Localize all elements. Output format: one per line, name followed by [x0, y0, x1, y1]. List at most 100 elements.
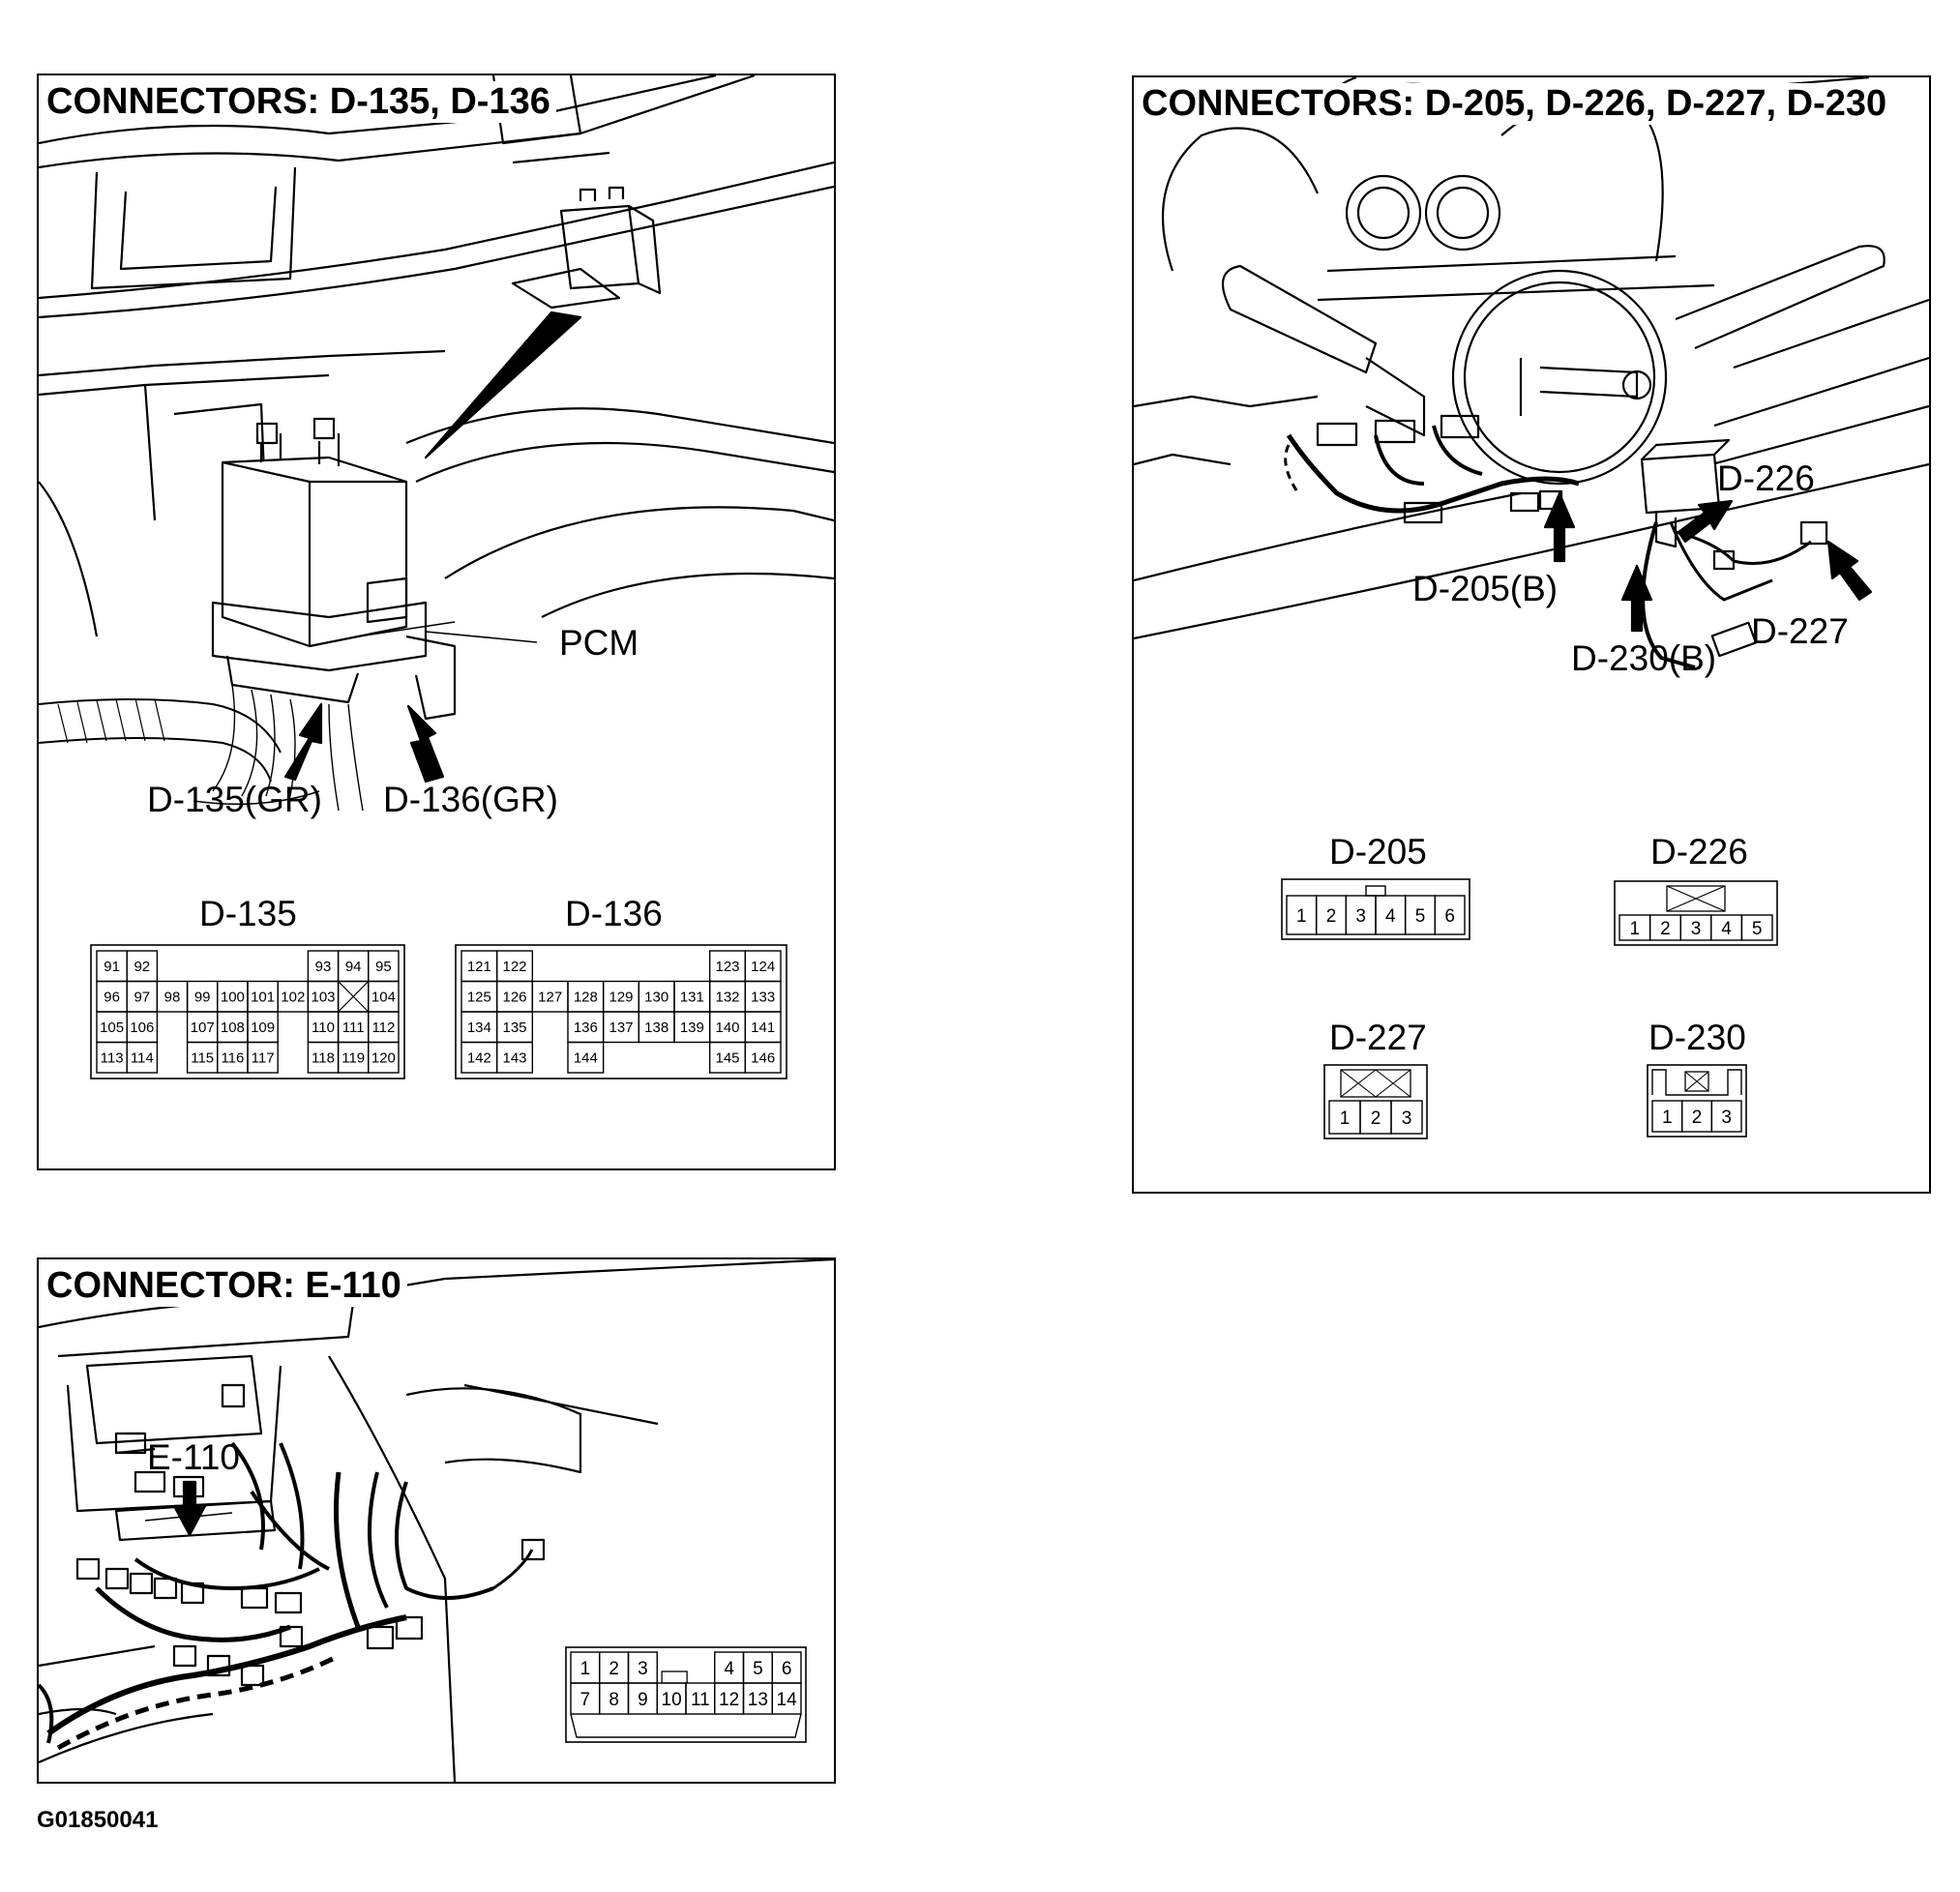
pin-number: 93 [315, 959, 332, 975]
connector-outline [1614, 880, 1778, 946]
pin-number: 132 [715, 990, 739, 1006]
pin-cell [1710, 1100, 1742, 1133]
pin-number: 8 [609, 1690, 619, 1710]
blank-pin-mark [1684, 1071, 1709, 1092]
pin-number: 6 [1444, 906, 1455, 927]
connector-latch [1651, 1069, 1742, 1096]
pin-number: 14 [777, 1690, 798, 1710]
blank-pin-mark [1375, 1069, 1411, 1098]
pin-number: 141 [751, 1020, 775, 1036]
pin-number: 112 [371, 1020, 395, 1036]
pin-number: 103 [311, 990, 335, 1006]
pin-number: 10 [662, 1690, 682, 1710]
pin-number: 4 [1385, 906, 1396, 927]
pin-number: 107 [191, 1020, 215, 1036]
pin-cell [495, 1041, 534, 1074]
pin-number: 6 [782, 1659, 792, 1679]
pin-number: 94 [345, 959, 362, 975]
pin-number: 98 [164, 990, 181, 1006]
pin-cell [126, 1041, 159, 1074]
connector-outline [90, 944, 405, 1079]
pin-cell [1390, 1100, 1423, 1135]
connector-latch [1365, 885, 1386, 897]
pin-number: 106 [130, 1020, 154, 1036]
figure-id: G01850041 [37, 1807, 159, 1833]
pin-number: 111 [342, 1020, 365, 1036]
pin-number: 114 [131, 1050, 154, 1067]
pin-number: 7 [580, 1690, 591, 1710]
panel-title-d135-d136: CONNECTORS: D-135, D-136 [46, 81, 556, 123]
pin-number: 104 [371, 990, 396, 1006]
connector-name-d227: D-227 [1329, 1018, 1427, 1057]
pin-number: 1 [1662, 1108, 1673, 1128]
panel-title-d205-d230: CONNECTORS: D-205, D-226, D-227, D-230 [1142, 83, 1893, 125]
blank-pin-mark [1666, 885, 1726, 912]
pin-number: 9 [638, 1690, 648, 1710]
pcm-location-illustration [39, 75, 834, 812]
blank-pin-mark [1340, 1069, 1377, 1098]
pin-number: 138 [644, 1020, 668, 1036]
connector-name-d205: D-205 [1329, 832, 1427, 872]
pin-number: 134 [467, 1020, 491, 1036]
connector-outline [1281, 878, 1470, 940]
pin-number: 4 [724, 1659, 734, 1679]
pin-number: 133 [751, 990, 775, 1006]
pin-cell [1740, 914, 1773, 941]
connector-outline [565, 1646, 807, 1743]
arrow-label-d227: D-227 [1751, 611, 1849, 651]
pin-number: 96 [104, 990, 120, 1006]
arrow-label-e110: E-110 [147, 1437, 240, 1477]
pin-number: 95 [375, 959, 392, 975]
pin-number: 99 [194, 990, 211, 1006]
connector-name-d230: D-230 [1648, 1018, 1746, 1057]
pin-number: 126 [502, 990, 526, 1006]
pin-cell [1434, 895, 1466, 935]
pin-number: 143 [502, 1050, 526, 1067]
pin-number: 2 [1660, 919, 1671, 939]
pin-number: 5 [1415, 906, 1426, 927]
pin-number: 13 [748, 1690, 768, 1710]
arrow-label-d136: D-136(GR) [383, 780, 558, 819]
pin-number: 130 [644, 990, 668, 1006]
pin-number: 113 [101, 1050, 124, 1067]
blank-pin-mark [338, 981, 370, 1013]
connector-name-d135: D-135 [199, 894, 297, 933]
connector-outline [1323, 1064, 1428, 1139]
pin-number: 92 [134, 959, 150, 975]
connector-name-d136: D-136 [565, 894, 663, 933]
pin-number: 135 [502, 1020, 526, 1036]
connector-outline [1647, 1064, 1747, 1138]
pin-number: 2 [1371, 1109, 1381, 1129]
pin-number: 2 [1326, 906, 1337, 927]
pin-number: 3 [638, 1659, 648, 1679]
steering-column-illustration [1134, 77, 1929, 669]
pin-number: 127 [538, 990, 562, 1006]
pin-cell [744, 1041, 782, 1074]
pin-number: 140 [715, 1020, 739, 1036]
pin-number: 4 [1721, 919, 1732, 939]
pin-number: 124 [751, 959, 775, 975]
pin-number: 2 [1692, 1108, 1703, 1128]
pin-number: 100 [221, 990, 245, 1006]
pin-number: 145 [715, 1050, 739, 1067]
pin-number: 3 [1402, 1109, 1412, 1129]
panel-d205-d230: CONNECTORS: D-205, D-226, D-227, D-230 D… [1132, 75, 1931, 1194]
pin-number: 110 [312, 1020, 335, 1036]
pin-cell [368, 1041, 400, 1074]
pin-number: 3 [1721, 1108, 1732, 1128]
pin-number: 1 [1296, 906, 1307, 927]
arrow-label-d205: D-205(B) [1412, 569, 1559, 608]
pin-number: 5 [1752, 919, 1763, 939]
pin-number: 118 [312, 1050, 335, 1067]
pin-number: 1 [1630, 919, 1641, 939]
pin-number: 128 [574, 990, 598, 1006]
pin-number: 1 [580, 1659, 591, 1679]
connector-name-d226: D-226 [1650, 832, 1748, 872]
pin-number: 122 [502, 959, 526, 975]
pin-number: 115 [191, 1050, 214, 1067]
